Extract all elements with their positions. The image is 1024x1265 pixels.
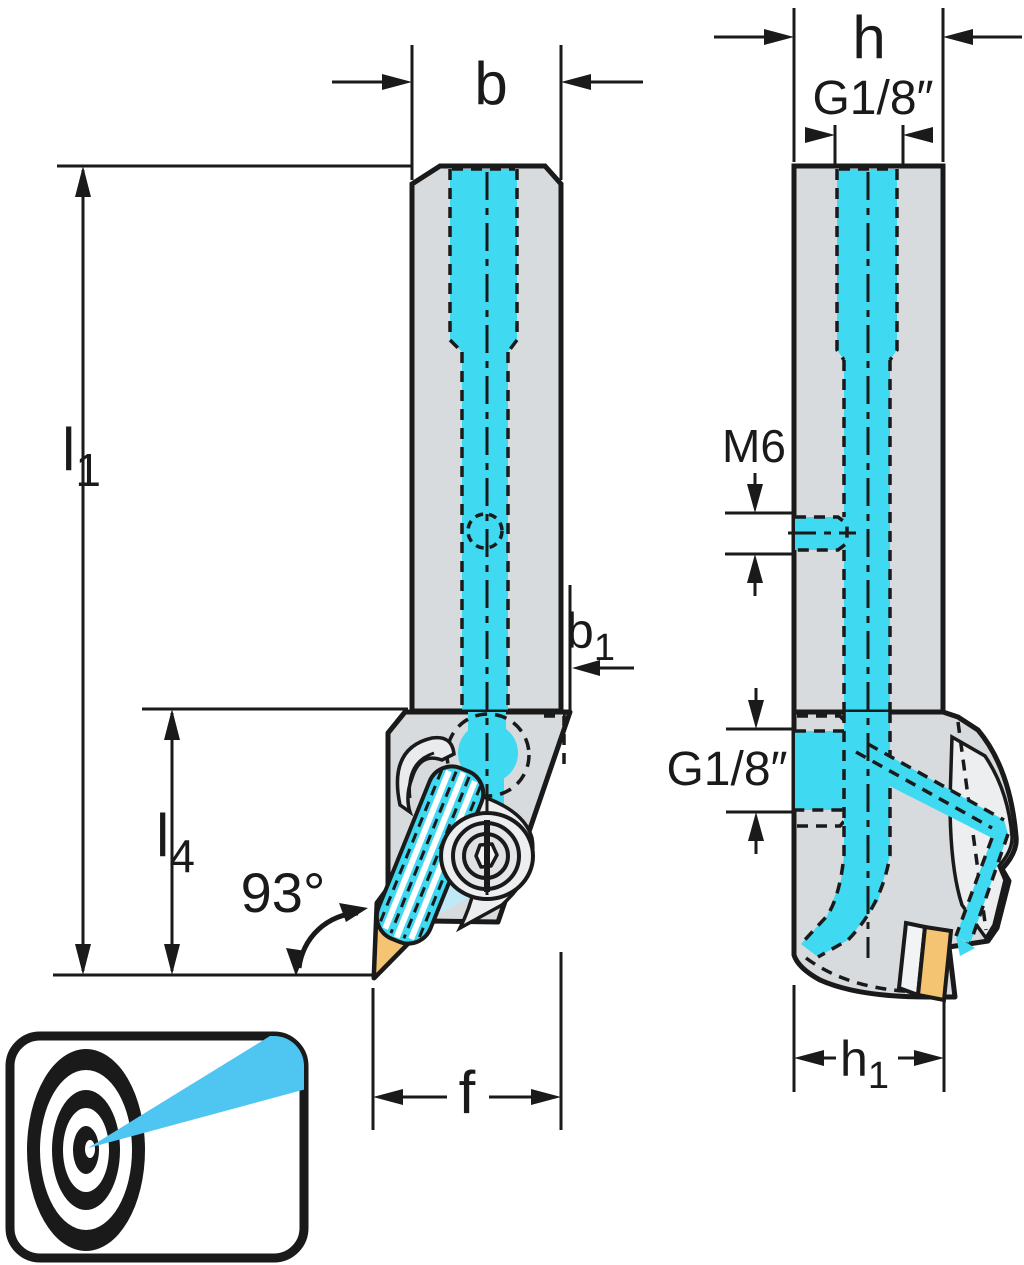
front-view: b l1 l4 b1 f 93° xyxy=(53,45,643,1130)
front-clamp xyxy=(374,764,486,946)
dim-label-f: f xyxy=(459,1059,476,1126)
front-head xyxy=(371,172,573,981)
thread-label-top: G1/8″ xyxy=(812,72,933,125)
dim-label-l4: l4 xyxy=(156,802,195,882)
angle-label: 93° xyxy=(241,861,326,924)
dim-label-b1: b1 xyxy=(566,603,615,669)
front-dimension-lines xyxy=(53,45,643,1130)
thread-label-m6: M6 xyxy=(722,420,786,472)
dim-label-l1: l1 xyxy=(62,416,101,496)
precision-coolant-icon xyxy=(5,1031,309,1263)
side-insert xyxy=(915,924,954,1003)
side-shank xyxy=(788,163,946,715)
dim-label-b: b xyxy=(474,50,507,117)
coolant-beam-icon xyxy=(88,1036,304,1148)
side-head xyxy=(791,172,1019,1003)
side-view: h G1/8″ M6 G1/8″ h1 xyxy=(666,4,1022,1097)
thread-label-side: G1/8″ xyxy=(666,743,787,796)
target-icon xyxy=(27,1049,145,1251)
dim-label-h1: h1 xyxy=(840,1031,889,1097)
dim-label-h: h xyxy=(852,4,885,71)
